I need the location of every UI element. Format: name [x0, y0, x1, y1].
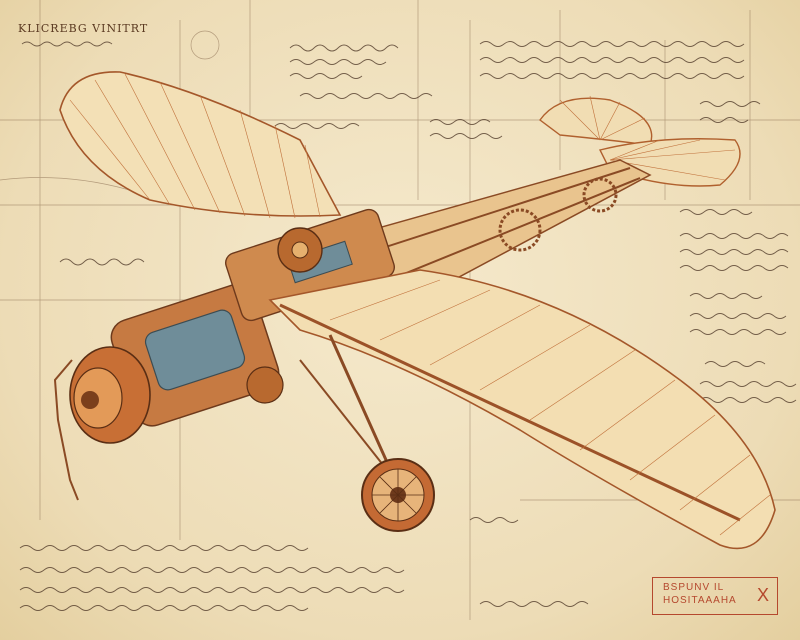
engine-assembly [110, 208, 395, 427]
upper-wing [59, 71, 342, 219]
lower-wing [268, 269, 776, 550]
landing-gear [299, 334, 435, 532]
construction-lines [0, 0, 800, 620]
stamp-line-1: BSPUNV IL [663, 582, 725, 593]
sheet-title: KLICREBG VINITRT [18, 22, 149, 35]
handwritten-notes [19, 41, 797, 611]
stamp-line-2: HOSITAAAHA [663, 595, 737, 606]
propeller-hub [53, 346, 151, 501]
red-stamp: BSPUNV IL HOSITAAAHA X [652, 577, 778, 615]
stamp-x-mark: X [756, 585, 769, 605]
